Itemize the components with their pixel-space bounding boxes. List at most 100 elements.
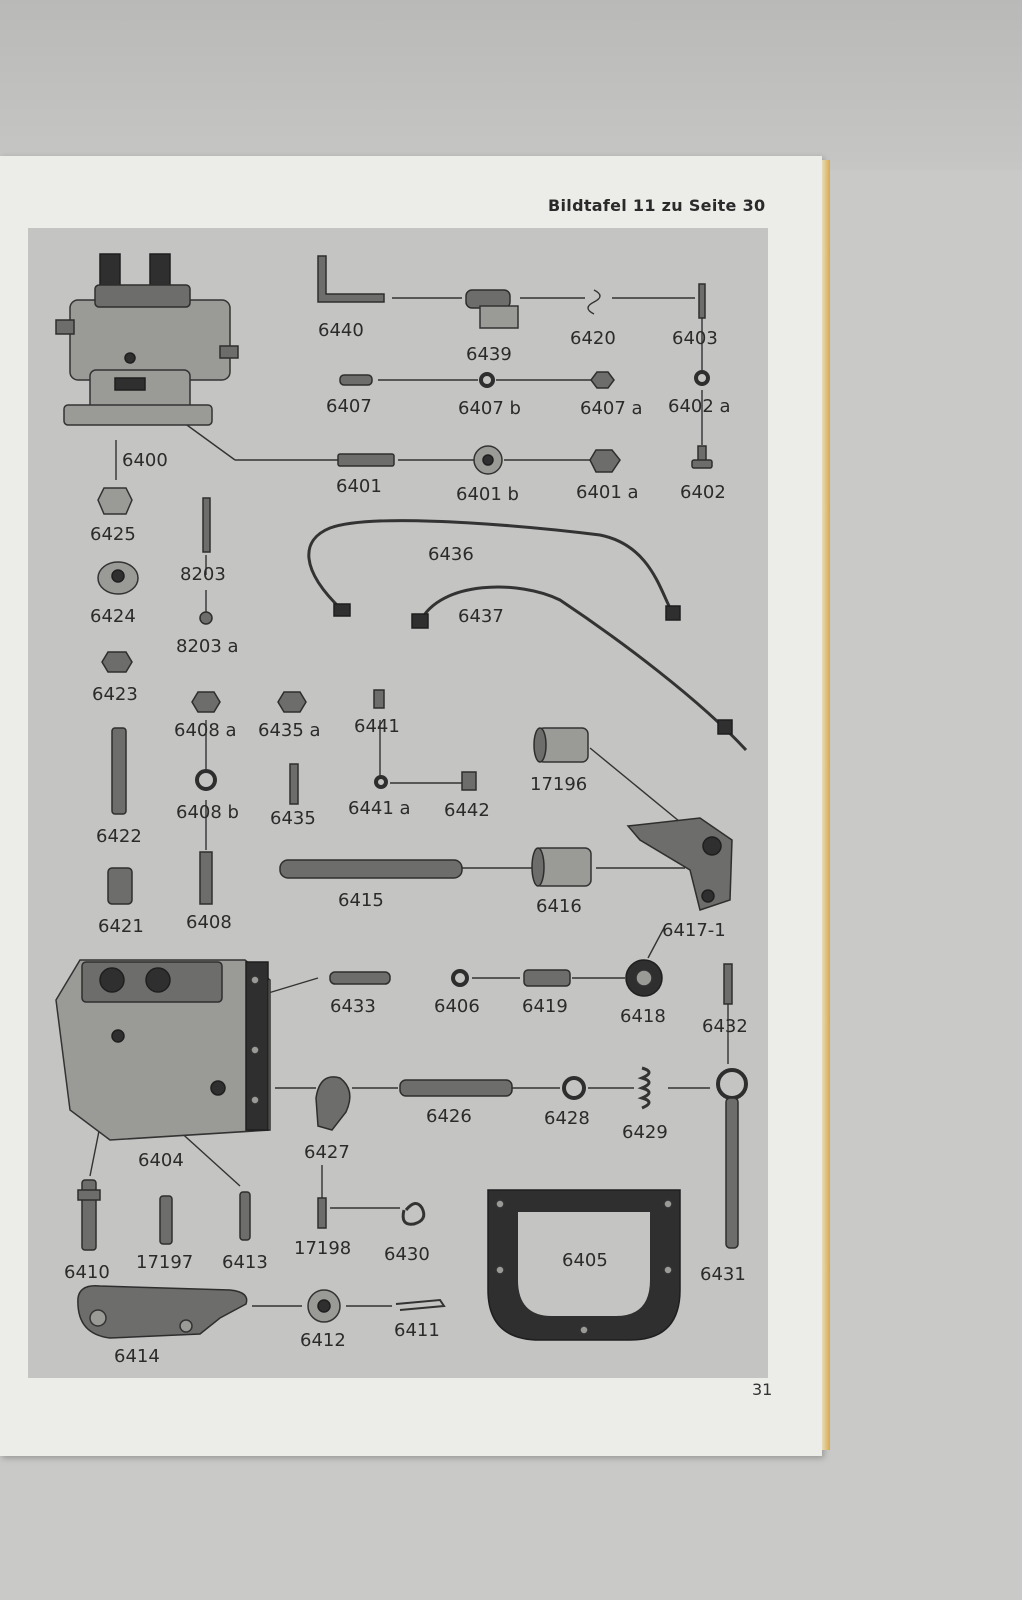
label-6403: 6403 [672, 328, 718, 349]
label-6422: 6422 [96, 826, 142, 847]
part-6408b-washer [195, 769, 217, 791]
part-6432-pin [723, 963, 733, 1005]
page-edge [822, 160, 830, 1450]
part-6421-bushing [107, 867, 133, 905]
label-6400: 6400 [122, 450, 168, 471]
label-6419: 6419 [522, 996, 568, 1017]
label-6425: 6425 [90, 524, 136, 545]
part-17196-bush [533, 727, 589, 763]
label-6407a: 6407 a [580, 398, 643, 419]
label-6442: 6442 [444, 800, 490, 821]
label-6418: 6418 [620, 1006, 666, 1027]
label-6427: 6427 [304, 1142, 350, 1163]
part-6417-1-lever [626, 817, 733, 911]
label-6439: 6439 [466, 344, 512, 365]
label-6426: 6426 [426, 1106, 472, 1127]
part-6425-nut [97, 487, 133, 515]
part-6420-spring-clip [587, 289, 601, 315]
label-6406: 6406 [434, 996, 480, 1017]
part-6401a-nut [589, 449, 621, 473]
part-6413-pin [239, 1191, 251, 1241]
part-6442-clip [461, 771, 477, 791]
plate-header: Bildtafel 11 zu Seite 30 [548, 196, 766, 215]
label-6414: 6414 [114, 1346, 160, 1367]
label-6408a: 6408 a [174, 720, 237, 741]
part-6405-gasket [487, 1189, 681, 1341]
label-6416: 6416 [536, 896, 582, 917]
part-6427-cam [315, 1076, 351, 1131]
part-6433-pin [329, 971, 391, 985]
background-desk [0, 0, 1022, 170]
part-6435a-nut [277, 691, 307, 713]
part-6440-lever [317, 255, 385, 303]
pipe-fitting [333, 603, 351, 617]
part-6441-screw [373, 689, 385, 709]
label-6428: 6428 [544, 1108, 590, 1129]
label-6408b: 6408 b [176, 802, 239, 823]
page-number: 31 [752, 1380, 773, 1399]
part-17198-pin [317, 1197, 327, 1229]
part-6430-spring [401, 1202, 426, 1226]
part-6412-washer [307, 1289, 341, 1323]
part-6406-circlip [451, 969, 469, 987]
part-6429-spring [637, 1066, 651, 1110]
label-6412: 6412 [300, 1330, 346, 1351]
part-6422-stud [111, 727, 127, 815]
part-6431-eyebolt [716, 1068, 748, 1249]
part-6404-housing [55, 959, 271, 1141]
label-17196: 17196 [530, 774, 587, 795]
part-6418-bearing [625, 959, 663, 997]
part-6408a-nut [191, 691, 221, 713]
part-6410-stud [77, 1179, 101, 1251]
label-6401b: 6401 b [456, 484, 519, 505]
part-6416-bush [531, 847, 592, 887]
label-6430: 6430 [384, 1244, 430, 1265]
label-6401a: 6401 a [576, 482, 639, 503]
part-6428-washer [562, 1076, 586, 1100]
label-6435a: 6435 a [258, 720, 321, 741]
label-6417: 6417-1 [662, 920, 726, 941]
part-6426-shaft [399, 1079, 513, 1097]
label-6411: 6411 [394, 1320, 440, 1341]
part-6401-stud [337, 453, 395, 467]
label-6401: 6401 [336, 476, 382, 497]
label-6415: 6415 [338, 890, 384, 911]
label-6407b: 6407 b [458, 398, 521, 419]
part-6435-stud [289, 763, 299, 805]
label-6402a: 6402 a [668, 396, 731, 417]
label-8203a: 8203 a [176, 636, 239, 657]
part-labels: 6440 6439 6420 6403 6407 6407 b 6407 a 6… [64, 320, 748, 1367]
label-6431: 6431 [700, 1264, 746, 1285]
label-6410: 6410 [64, 1262, 110, 1283]
part-6436-pipe [307, 519, 674, 613]
injection-pump-6400 [55, 253, 239, 426]
label-6441: 6441 [354, 716, 400, 737]
label-6436: 6436 [428, 544, 474, 565]
washer-hole [482, 454, 494, 466]
part-6407a-nut [590, 371, 615, 389]
part-17197-pin [159, 1195, 173, 1245]
pipe-fitting [411, 613, 429, 629]
label-6407: 6407 [326, 396, 372, 417]
label-6413: 6413 [222, 1252, 268, 1273]
label-6440: 6440 [318, 320, 364, 341]
label-6402: 6402 [680, 482, 726, 503]
label-17197: 17197 [136, 1252, 193, 1273]
label-17198: 17198 [294, 1238, 351, 1259]
part-6408-stud [199, 851, 213, 905]
label-6421: 6421 [98, 916, 144, 937]
part-6402-screw [691, 445, 713, 469]
part-6424-washer [97, 561, 139, 595]
label-6429: 6429 [622, 1122, 668, 1143]
part-6423-nut [101, 651, 133, 673]
label-6435: 6435 [270, 808, 316, 829]
label-6423: 6423 [92, 684, 138, 705]
label-6437: 6437 [458, 606, 504, 627]
part-6411-split-pin [395, 1298, 446, 1311]
label-6432: 6432 [702, 1016, 748, 1037]
part-6439-bracket [465, 289, 519, 329]
part-6437-pipe [418, 585, 748, 752]
part-8203-pin [202, 497, 211, 553]
pipe-fitting [717, 719, 733, 735]
